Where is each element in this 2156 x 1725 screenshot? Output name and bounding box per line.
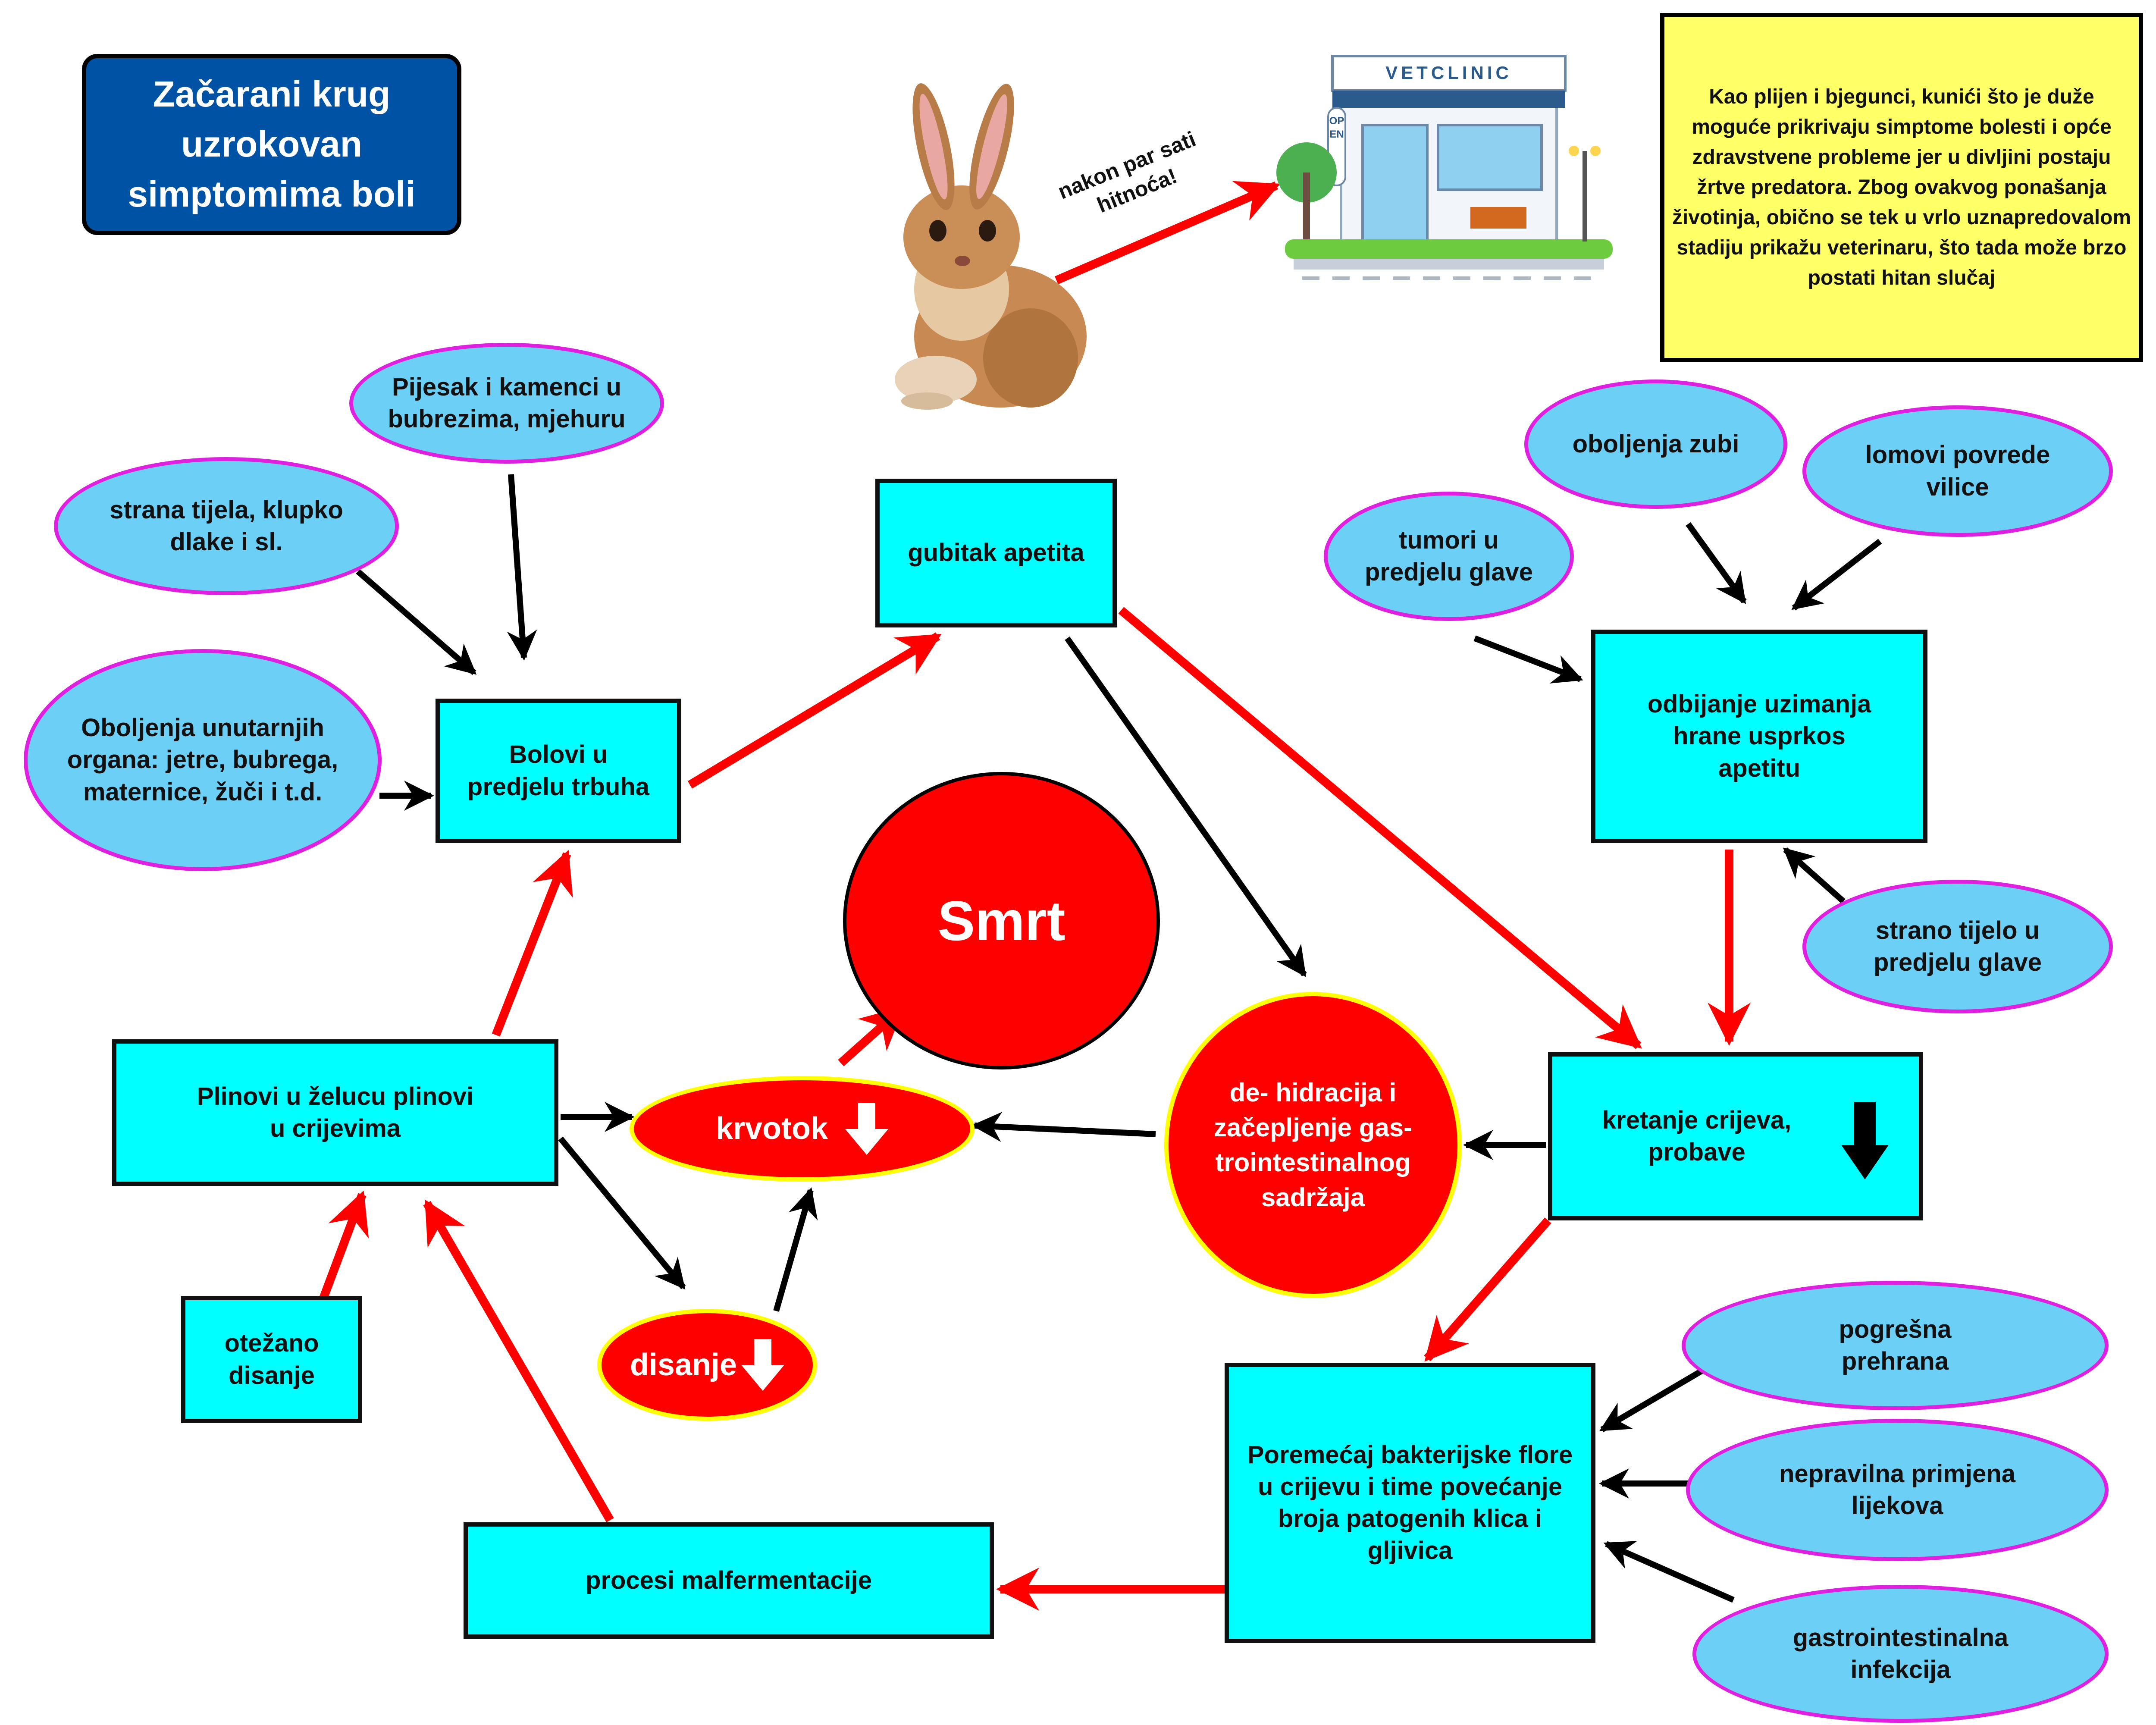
- arrow-jaw-to-refusal: [1791, 539, 1882, 611]
- vet-clinic-illustration: VETCLINIC OPEN: [1276, 43, 1621, 285]
- cause-jaw-fracture: lomovi povrede vilice: [1802, 405, 2113, 537]
- box-appetite-loss: gubitak apetita: [875, 479, 1117, 627]
- node-blood-flow: krvotok: [630, 1076, 975, 1182]
- box-breathing-difficulty: otežano disanje: [181, 1296, 362, 1423]
- arrow-dyspnea-to-gas: [319, 1190, 369, 1300]
- box-food-refusal: odbijanje uzimanja hrane usprkos apetitu: [1591, 630, 1927, 843]
- rabbit-illustration: [895, 83, 1087, 410]
- arrow-diet-to-flora: [1599, 1362, 1714, 1433]
- node-breathing: disanje: [597, 1309, 817, 1421]
- arrow-tumor-to-refusal: [1473, 635, 1583, 684]
- cause-kidney-stones: Pijesak i kamenci u bubrezima, mjehuru: [349, 343, 664, 464]
- breathing-label: disanje: [630, 1347, 737, 1382]
- node-dehydration: de- hidracija i začepljenje gas- trointe…: [1164, 992, 1462, 1298]
- diagram-title: Začarani krug uzrokovan simptomima boli: [82, 54, 461, 235]
- arrow-pain-to-appetite: [687, 632, 942, 789]
- arrow-gas-to-breathing: [558, 1136, 686, 1290]
- arrow-dental-to-refusal: [1686, 522, 1747, 604]
- arrow-headbody-to-refusal: [1783, 847, 1846, 904]
- cause-dental: oboljenja zubi: [1524, 380, 1787, 509]
- box-gas: Plinovi u želucu plinovi u crijevima: [112, 1039, 558, 1186]
- box-malfermentation: procesi malfermentacije: [464, 1522, 994, 1639]
- arrow-malfermentation-to-gas: [423, 1199, 614, 1523]
- open-sign: OPEN: [1329, 115, 1344, 141]
- clinic-sign: VETCLINIC: [1385, 63, 1512, 83]
- arrow-breathing-to-bloodflow: [773, 1187, 818, 1312]
- box-flora-disorder: Poremećaj bakterijske flore u crijevu i …: [1225, 1363, 1595, 1643]
- arrow-rabbit-to-clinic: [1055, 181, 1281, 285]
- down-arrow-icon: [1841, 1102, 1889, 1179]
- arrow-appetite-to-motility: [1118, 607, 1642, 1049]
- down-arrow-icon: [845, 1103, 889, 1155]
- info-note: Kao plijen i bjegunci, kunići što je duž…: [1660, 13, 2143, 362]
- cause-head-tumors: tumori u predjelu glave: [1324, 492, 1574, 621]
- box-gut-motility: kretanje crijeva, probave: [1548, 1052, 1923, 1220]
- cause-internal-organs: Oboljenja unutarnjih organa: jetre, bubr…: [24, 649, 382, 871]
- cause-head-foreign-body: strano tijelo u predjelu glave: [1802, 880, 2113, 1013]
- gut-motility-label: kretanje crijeva, probave: [1602, 1106, 1792, 1166]
- death-node: Smrt: [843, 772, 1160, 1070]
- blood-flow-label: krvotok: [715, 1111, 828, 1146]
- cause-wrong-diet: pogrešna prehrana: [1682, 1281, 2109, 1410]
- down-arrow-icon: [741, 1339, 785, 1391]
- cause-improper-meds: nepravilna primjena lijekova: [1686, 1419, 2109, 1561]
- cause-foreign-bodies: strana tijela, klupko dlake i sl.: [54, 457, 399, 595]
- arrow-foreign-to-pain: [356, 569, 477, 675]
- arrow-stones-to-pain: [507, 474, 537, 661]
- arrow-motility-to-flora: [1424, 1217, 1551, 1362]
- arrow-gas-to-pain: [492, 850, 573, 1037]
- cause-gi-infection: gastrointestinalna infekcija: [1692, 1585, 2109, 1723]
- arrow-dehydration-to-bloodflow: [971, 1112, 1156, 1142]
- arrow-infection-to-flora: [1603, 1541, 1735, 1603]
- box-abdomen-pain: Bolovi u predjelu trbuha: [436, 699, 681, 843]
- arrow-appetite-to-dehydration: [1065, 636, 1307, 977]
